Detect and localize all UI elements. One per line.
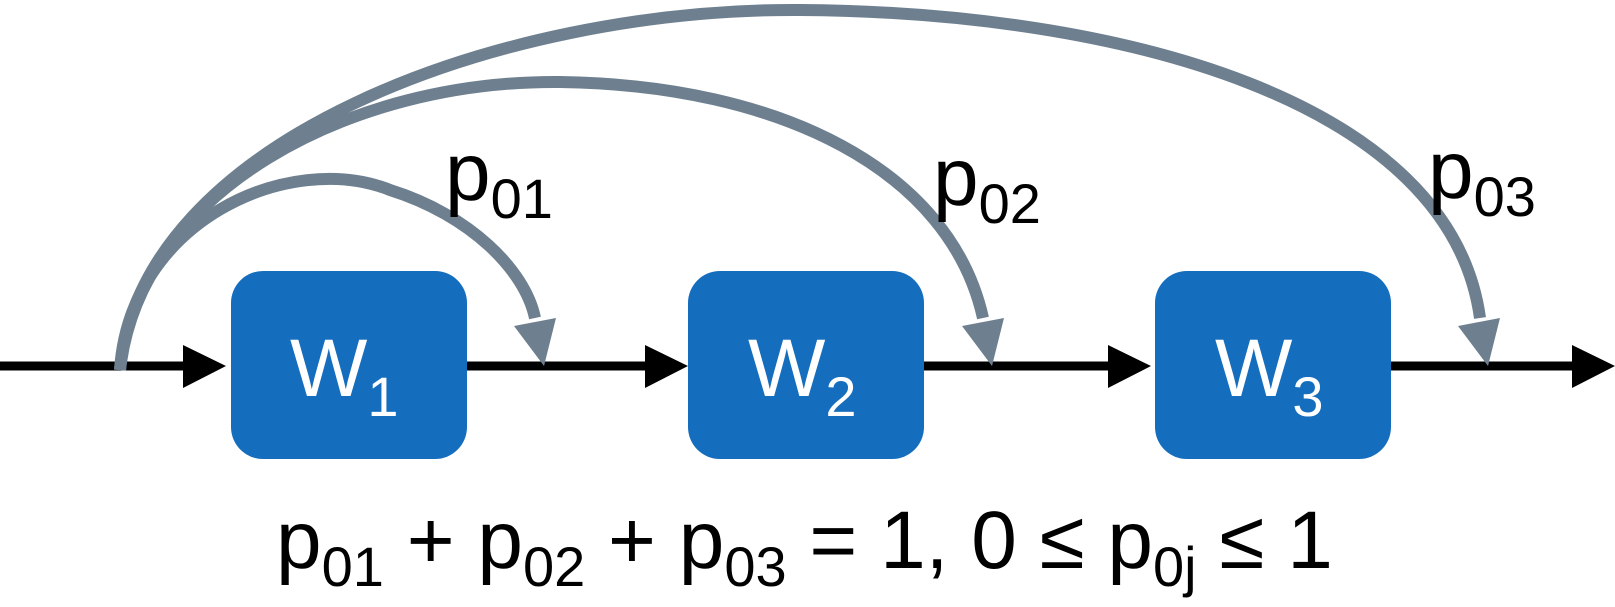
- node-w2: W2: [688, 271, 924, 459]
- arrow-head-in: [183, 345, 226, 388]
- bypass-label-01: p01: [445, 127, 553, 230]
- node-label: W3: [1215, 323, 1324, 428]
- bypass-label-03: p03: [1428, 125, 1536, 228]
- main-flow: [0, 345, 1615, 388]
- arrow-head-out: [1572, 345, 1615, 388]
- bypass-head-03: [1458, 318, 1500, 366]
- node-box: [231, 271, 467, 459]
- node-box: [688, 271, 924, 459]
- bypass-head-02: [962, 318, 1004, 366]
- bypass-arrow-03: [114, 3, 1486, 371]
- node-label: W1: [290, 323, 399, 428]
- constraint-equation: p01 + p02 + p03 = 1, 0 ≤ p0j ≤ 1: [276, 495, 1333, 598]
- arrow-head-1-2: [645, 345, 688, 388]
- bypass-arrow-heads: [514, 318, 1500, 366]
- node-label: W2: [748, 323, 857, 428]
- bypass-arrows: [114, 3, 1486, 371]
- node-box: [1155, 271, 1391, 459]
- bypass-label-02: p02: [933, 132, 1041, 235]
- bypass-head-01: [514, 318, 556, 366]
- arrow-head-2-3: [1108, 345, 1151, 388]
- node-w3: W3: [1155, 271, 1391, 459]
- node-w1: W1: [231, 271, 467, 459]
